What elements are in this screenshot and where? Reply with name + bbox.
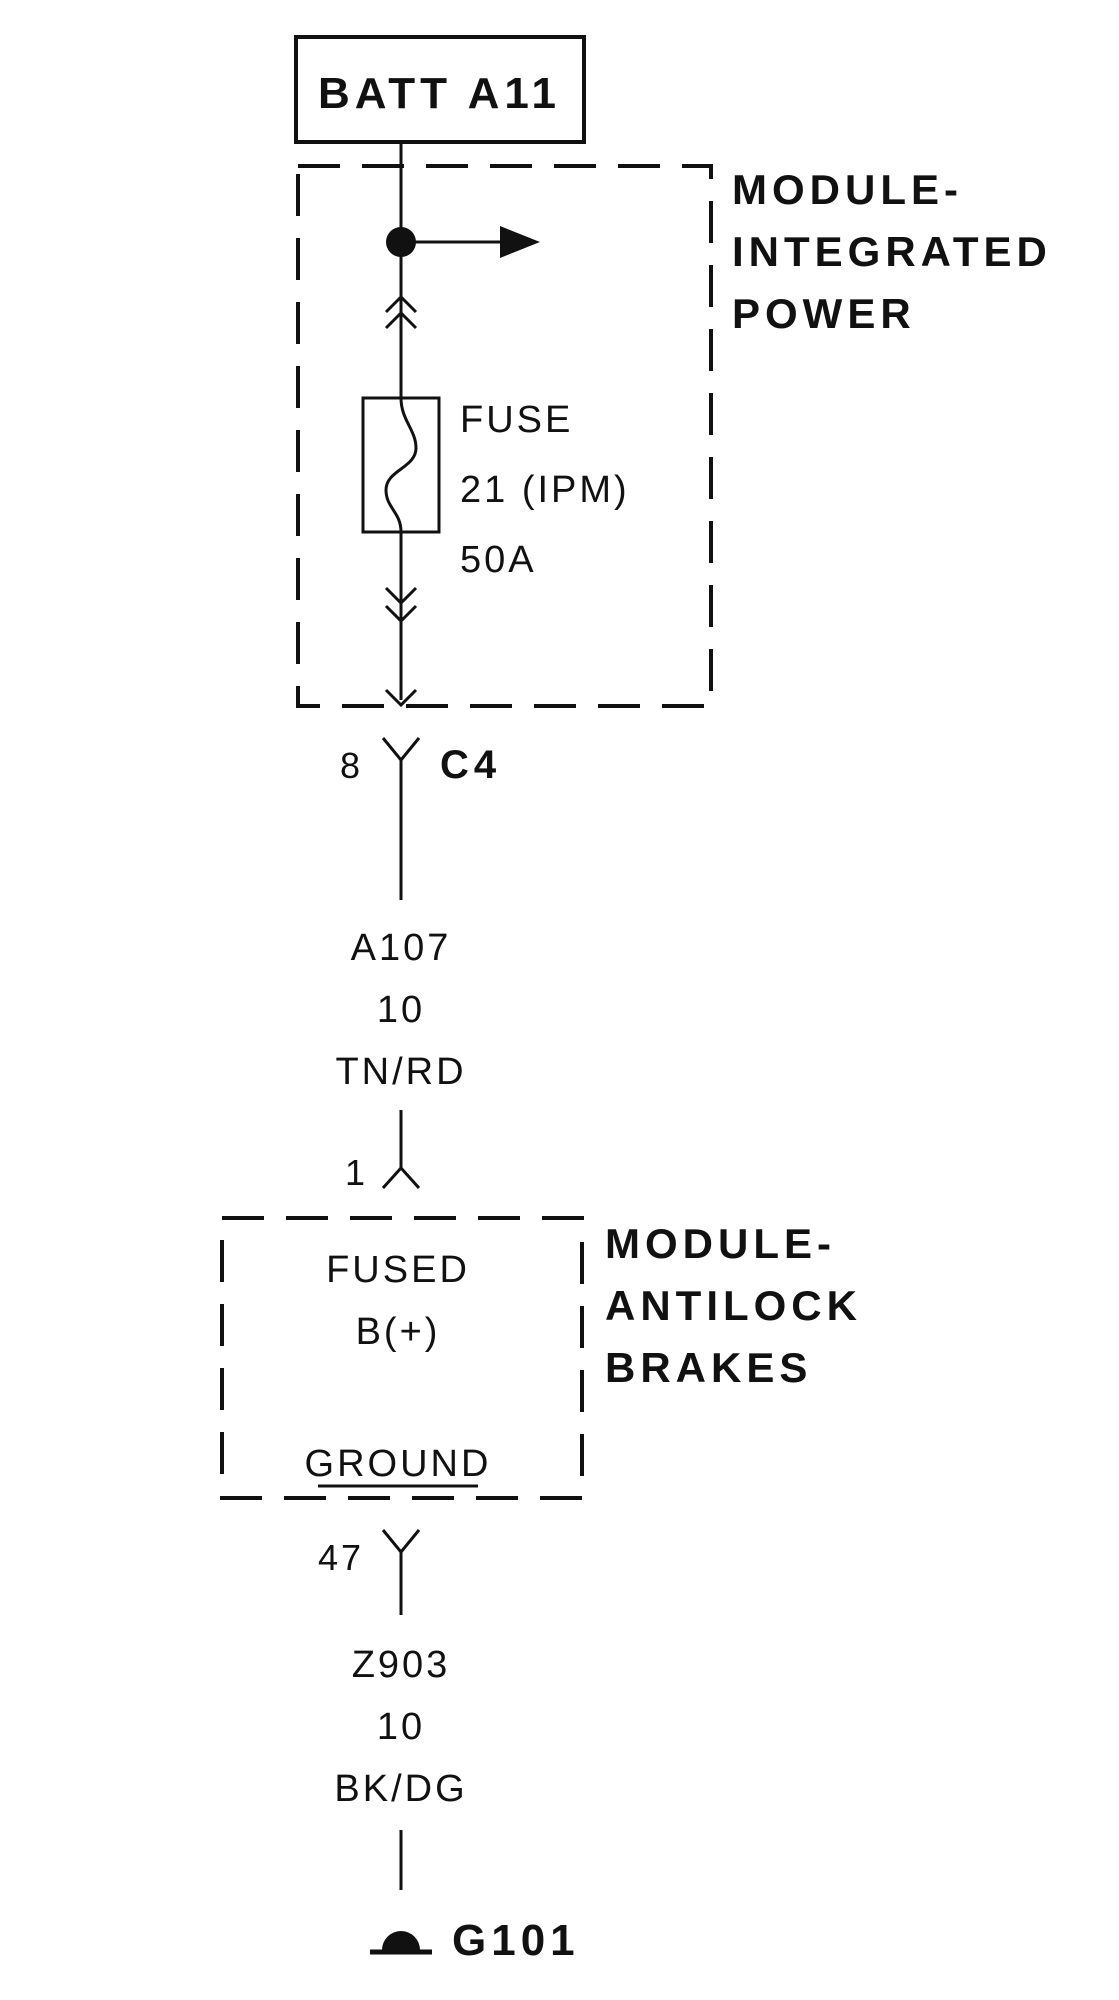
wire-a107-gauge: 10 [377,989,425,1031]
ipm-module-title: MODULE- INTEGRATED POWER [732,166,1052,337]
wire-a107-label: A107 10 TN/RD [335,927,466,1093]
abs-ground-text: GROUND [305,1443,492,1485]
ipm-title-line-1: MODULE- [732,166,963,213]
ipm-title-line-3: POWER [732,290,916,337]
abs-input-connector-icon [381,1165,421,1190]
fuse-lower-connector-icon [384,586,418,708]
ground-name: G101 [452,1916,580,1965]
ipm-module-box [296,164,713,708]
ipm-title-line-2: INTEGRATED [732,228,1052,275]
abs-output-connector-icon [381,1529,421,1555]
abs-title-line-2: ANTILOCK [605,1282,862,1329]
wire-a107-circuit: A107 [351,927,452,969]
fuse-label: FUSE 21 (IPM) 50A [460,399,630,581]
fuse-icon [361,396,441,534]
wire-z903-label: Z903 10 BK/DG [334,1644,467,1810]
wire-z903-circuit: Z903 [352,1644,451,1686]
wire-z903-gauge: 10 [377,1706,425,1748]
abs-title-line-3: BRAKES [605,1344,812,1391]
abs-title-line-1: MODULE- [605,1220,836,1267]
fuse-label-line-3: 50A [460,539,537,581]
abs-input-line-2: B(+) [356,1311,441,1353]
abs-pin-out: 47 [318,1537,364,1578]
c4-pin-number: 8 [340,745,363,786]
batt-source-box: BATT A11 [294,35,586,144]
connector-c4-icon [381,737,421,763]
ground-icon [370,1931,432,1955]
abs-fused-input-label: FUSED B(+) [326,1249,470,1353]
fuse-label-line-1: FUSE [460,399,573,441]
wire-z903-color: BK/DG [334,1768,467,1810]
abs-pin-in: 1 [345,1152,368,1193]
splice-output-arrow [401,226,540,258]
wire-a107-color: TN/RD [335,1051,466,1093]
batt-source-label: BATT A11 [318,69,561,118]
c4-connector-name: C4 [440,743,501,787]
abs-ground-label: GROUND [305,1443,492,1488]
abs-input-line-1: FUSED [326,1249,470,1291]
fuse-label-line-2: 21 (IPM) [460,469,630,511]
abs-module-title: MODULE- ANTILOCK BRAKES [605,1220,862,1391]
